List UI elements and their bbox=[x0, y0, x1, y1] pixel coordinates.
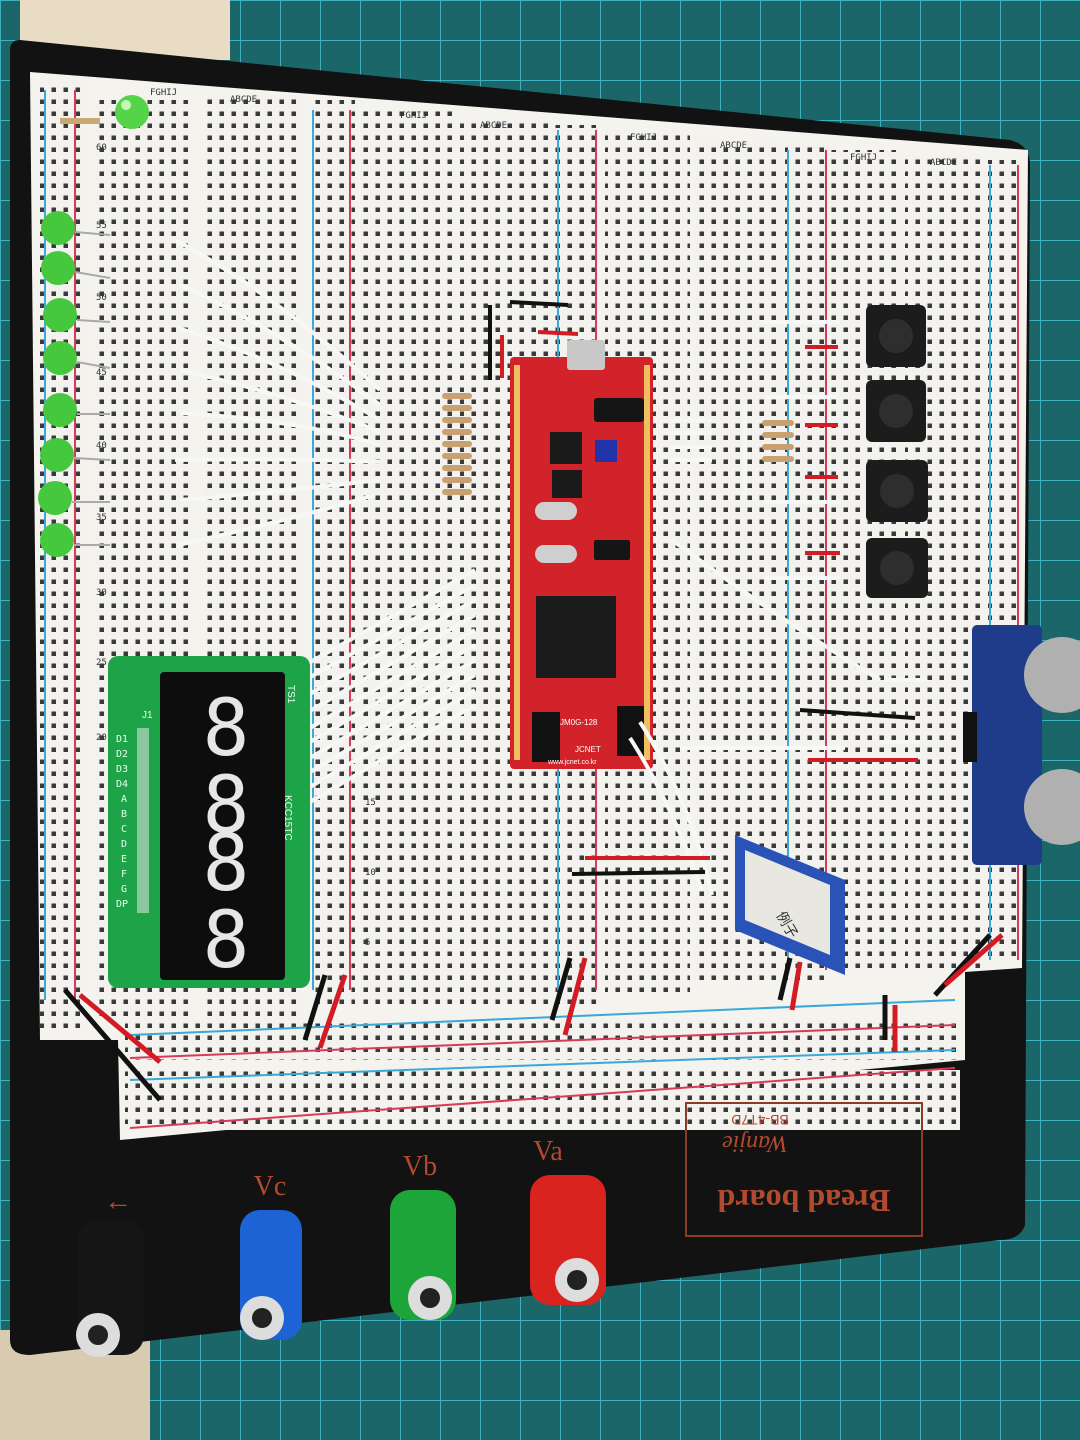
led-array bbox=[38, 95, 149, 557]
terminal-label-ground: ← bbox=[104, 1186, 132, 1217]
mcu-board: JCNET JM0G-128 www.jcnet.co.kr bbox=[510, 340, 653, 769]
row-number: 20 bbox=[96, 733, 107, 743]
jumper-wires-display bbox=[304, 568, 477, 804]
column-letters-4: ABCDE bbox=[480, 121, 507, 131]
row-number: 55 bbox=[96, 221, 107, 231]
green-led bbox=[41, 211, 75, 245]
row-number: 40 bbox=[96, 441, 107, 451]
ultrasonic-sensor-module bbox=[963, 625, 1080, 865]
pin-label: D4 bbox=[116, 779, 128, 790]
pin-label: D1 bbox=[116, 734, 128, 745]
column-letters-5: FGHIJ bbox=[630, 133, 657, 143]
row-number: 15 bbox=[365, 798, 376, 808]
terminal-ground[interactable]: ← bbox=[76, 1186, 144, 1357]
power-terminals: ← Vc Vb Va bbox=[76, 1136, 606, 1357]
breadboard-brand-plate: Bread board Wanjie BB-4T7D bbox=[685, 1102, 923, 1237]
pin-label: D2 bbox=[116, 749, 128, 760]
column-letters-6: ABCDE bbox=[720, 141, 747, 151]
push-button-4[interactable] bbox=[866, 538, 928, 598]
digit-3: 8 bbox=[203, 819, 250, 909]
row-number-labels: 60 55 50 45 40 35 30 25 20 15 10 5 bbox=[96, 143, 376, 948]
terminal-vb[interactable]: Vb bbox=[390, 1151, 456, 1320]
mcu-model: JM0G-128 bbox=[560, 718, 598, 727]
terminal-va[interactable]: Va bbox=[530, 1136, 606, 1305]
column-letters-2: ABCDE bbox=[230, 95, 257, 105]
breadboard-label: Bread board bbox=[717, 1183, 890, 1219]
row-number: 35 bbox=[96, 513, 107, 523]
column-letters-8: ABCDE bbox=[930, 158, 957, 168]
column-letters-3: FGHIJ bbox=[400, 111, 427, 121]
jumper-wires-led bbox=[174, 238, 382, 547]
mcu-url: www.jcnet.co.kr bbox=[547, 759, 597, 766]
column-letters-7: FGHIJ bbox=[850, 153, 877, 163]
green-led bbox=[40, 438, 74, 472]
green-led bbox=[40, 523, 74, 557]
row-number: 5 bbox=[365, 938, 370, 948]
pin-label: C bbox=[121, 824, 127, 835]
connector-ref: J1 bbox=[142, 710, 153, 721]
pin-label: E bbox=[121, 854, 127, 865]
pin-label: D3 bbox=[116, 764, 128, 775]
row-number: 50 bbox=[96, 293, 107, 303]
bluetooth-module: 例子 bbox=[735, 835, 845, 975]
display-pin-labels: D1 D2 D3 D4 A B C D E F G DP bbox=[116, 734, 128, 910]
push-button-3[interactable] bbox=[866, 460, 928, 522]
breadboard-model: BB-4T7D bbox=[731, 1112, 789, 1128]
microcontroller-chip bbox=[536, 596, 616, 678]
seven-segment-display-module: 8 8 8 8 TS1 KCC15TC J1 D1 D2 D3 D4 A B C… bbox=[108, 656, 310, 988]
pin-label: B bbox=[121, 809, 127, 820]
usb-port-icon bbox=[567, 340, 605, 370]
jumper-wires-mcu bbox=[488, 300, 925, 896]
pin-label: DP bbox=[116, 899, 128, 910]
breadboard-brand: Wanjie bbox=[722, 1130, 788, 1156]
green-led bbox=[43, 298, 77, 332]
green-led bbox=[115, 95, 149, 129]
green-led bbox=[43, 341, 77, 375]
digit-1: 8 bbox=[203, 684, 250, 774]
push-button-1[interactable] bbox=[866, 305, 926, 367]
green-led bbox=[38, 481, 72, 515]
column-letters-1: FGHIJ bbox=[150, 88, 177, 98]
display-ref: TS1 bbox=[285, 685, 296, 704]
row-number: 30 bbox=[96, 588, 107, 598]
pin-label: F bbox=[121, 869, 127, 880]
power-jumper-wires bbox=[63, 933, 1004, 1102]
push-button-2[interactable] bbox=[866, 380, 926, 442]
terminal-label-vc: Vc bbox=[254, 1171, 287, 1202]
resistor-icon bbox=[60, 118, 100, 124]
pin-label: D bbox=[121, 839, 127, 850]
green-led bbox=[43, 393, 77, 427]
row-number: 25 bbox=[96, 658, 107, 668]
digit-2: 8 bbox=[203, 761, 250, 851]
row-number: 10 bbox=[365, 868, 376, 878]
terminal-label-va: Va bbox=[533, 1136, 563, 1167]
green-led bbox=[41, 251, 75, 285]
resistor-pack-right bbox=[762, 420, 794, 462]
mcu-brand: JCNET bbox=[575, 745, 601, 754]
digit-4: 8 bbox=[203, 896, 250, 986]
display-part-number: KCC15TC bbox=[282, 795, 293, 841]
terminal-vc[interactable]: Vc bbox=[240, 1171, 302, 1340]
terminal-label-vb: Vb bbox=[403, 1151, 437, 1182]
row-number: 45 bbox=[96, 368, 107, 378]
resistor-pack-left bbox=[442, 393, 472, 495]
pin-label: G bbox=[121, 884, 127, 895]
row-number: 60 bbox=[96, 143, 107, 153]
pin-label: A bbox=[121, 794, 127, 805]
push-button-group bbox=[866, 305, 928, 598]
